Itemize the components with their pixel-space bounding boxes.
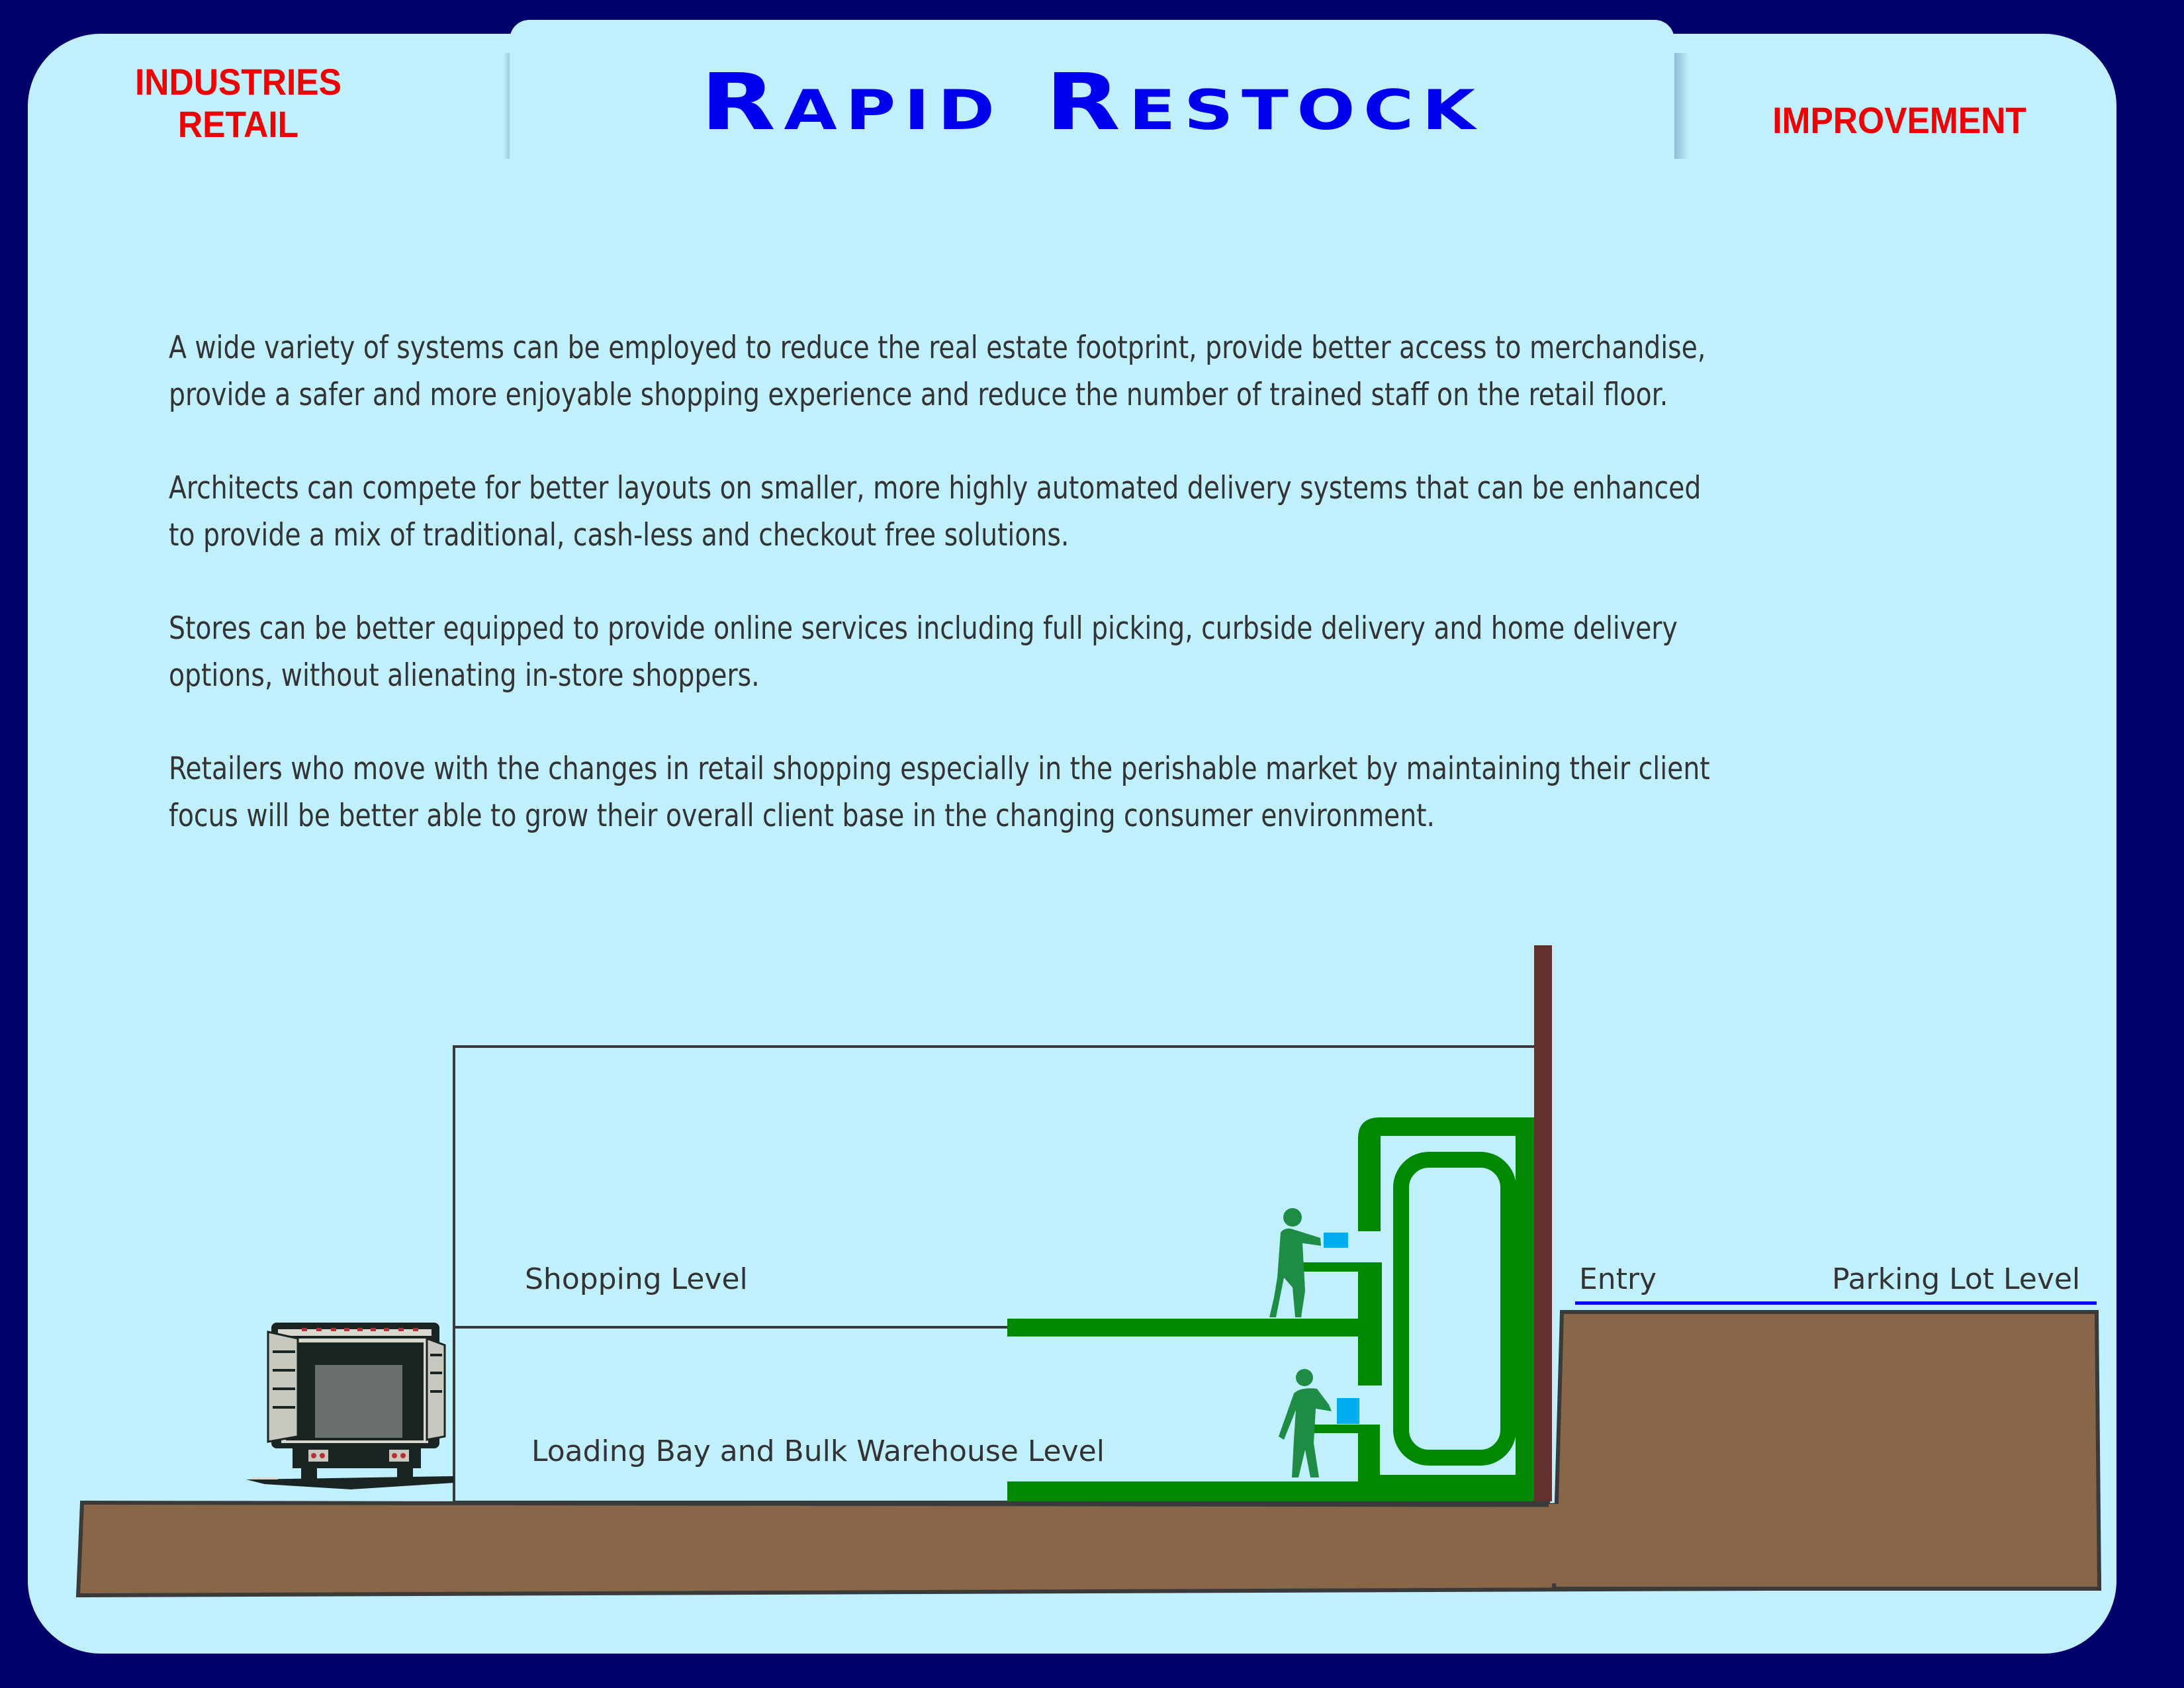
delivery-truck-icon <box>246 1323 454 1489</box>
inner-conveyor-loop <box>1393 1152 1516 1466</box>
worker-lower-icon <box>1279 1369 1332 1477</box>
parking-level-line <box>1575 1301 2097 1305</box>
paragraph-2: Architects can compete for better layout… <box>169 470 1702 553</box>
tab-shadow-right <box>1674 53 1689 159</box>
shopping-level-label: Shopping Level <box>525 1262 748 1296</box>
industry-label: INDUSTRIES RETAIL <box>116 61 360 146</box>
retail-text: RETAIL <box>177 103 299 145</box>
exterior-wall-pillar <box>1534 945 1552 1501</box>
category-label: IMPROVEMENT <box>1772 99 2026 141</box>
package-box-lower <box>1337 1398 1359 1424</box>
worker-upper-icon <box>1269 1208 1321 1317</box>
ground-fill-joint <box>1549 1504 1575 1583</box>
parking-lot-block <box>1551 1310 2102 1591</box>
upper-pickup-arm <box>1301 1262 1382 1272</box>
industries-text: INDUSTRIES <box>134 61 342 103</box>
paragraph-4: Retailers who move with the changes in r… <box>169 751 1710 834</box>
restock-conveyor-system <box>1007 1117 1534 1501</box>
conveyor-bottom-link <box>1358 1475 1534 1501</box>
outer-conveyor-frame <box>1358 1117 1534 1501</box>
description-text: A wide variety of systems can be employe… <box>169 324 2088 886</box>
shopping-level-conveyor <box>1007 1319 1378 1336</box>
package-box-upper <box>1324 1233 1348 1248</box>
paragraph-3: Stores can be better equipped to provide… <box>169 610 1678 694</box>
title-tab <box>510 20 1674 159</box>
loading-level-label: Loading Bay and Bulk Warehouse Level <box>531 1434 1105 1468</box>
parking-level-label: Parking Lot Level <box>1832 1262 2080 1296</box>
entry-label: Entry <box>1579 1262 1657 1296</box>
conveyor-spine <box>1358 1262 1382 1385</box>
page-title: Rapid Restock <box>700 56 1484 148</box>
paragraph-1: A wide variety of systems can be employe… <box>169 330 1706 413</box>
